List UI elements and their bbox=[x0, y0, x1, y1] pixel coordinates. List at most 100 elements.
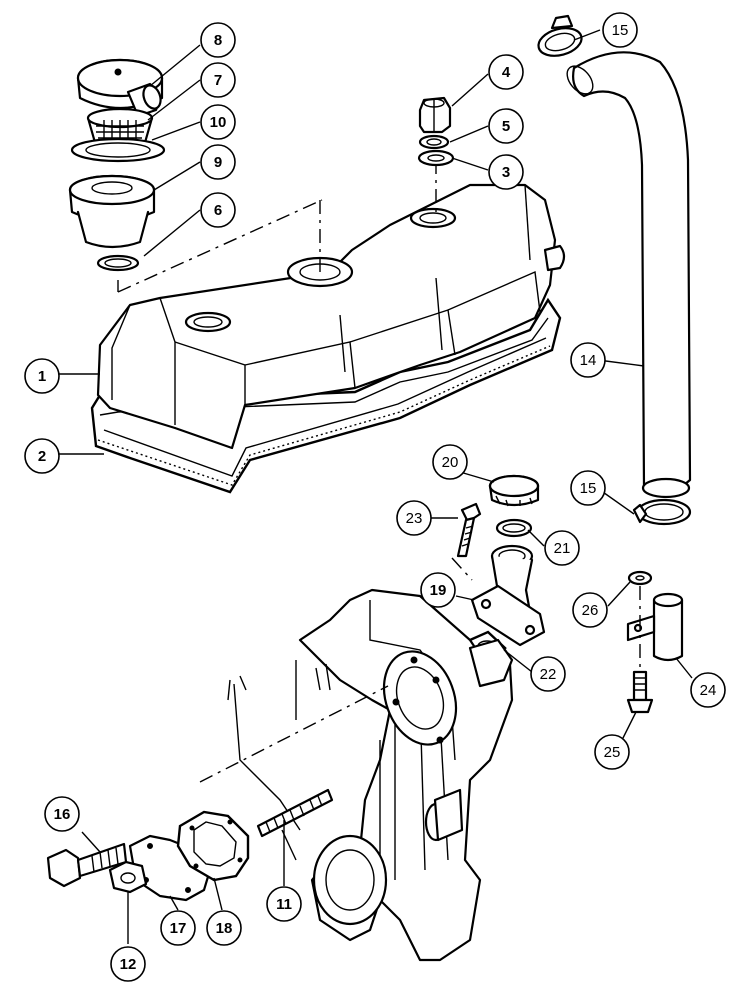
callout-c26: 26 bbox=[572, 592, 608, 628]
callout-c25: 25 bbox=[594, 734, 630, 770]
bracket-washer bbox=[627, 570, 653, 586]
callout-circle bbox=[266, 886, 302, 922]
front-cover-centerline bbox=[199, 685, 389, 783]
hex-nut bbox=[108, 860, 148, 894]
callout-label: 18 bbox=[216, 920, 233, 937]
callout-c10: 10 bbox=[200, 104, 236, 140]
callout-label: 22 bbox=[540, 666, 557, 683]
callout-circle bbox=[420, 572, 456, 608]
callout-c20: 20 bbox=[432, 444, 468, 480]
callout-circle bbox=[690, 672, 726, 708]
callout-label: 2 bbox=[38, 448, 46, 465]
callout-circle bbox=[594, 734, 630, 770]
callout-label: 19 bbox=[430, 582, 447, 599]
filler-bolt bbox=[456, 502, 482, 558]
callout-c18: 18 bbox=[206, 910, 242, 946]
callout-circle bbox=[488, 154, 524, 190]
cover-plate-gasket bbox=[176, 810, 250, 882]
callout-c24: 24 bbox=[690, 672, 726, 708]
callout-label: 1 bbox=[38, 368, 46, 385]
callout-label: 21 bbox=[554, 540, 571, 557]
callout-circle bbox=[570, 342, 606, 378]
cap-screw bbox=[46, 842, 128, 888]
hose-support-bracket bbox=[626, 592, 684, 662]
callout-label: 11 bbox=[276, 896, 292, 913]
callout-c1: 1 bbox=[24, 358, 60, 394]
callout-label: 24 bbox=[700, 682, 717, 699]
callout-c2: 2 bbox=[24, 438, 60, 474]
callout-c22: 22 bbox=[530, 656, 566, 692]
callout-c3: 3 bbox=[488, 154, 524, 190]
callout-circle bbox=[488, 108, 524, 144]
callout-c4: 4 bbox=[488, 54, 524, 90]
callout-c12: 12 bbox=[110, 946, 146, 982]
callout-circle bbox=[602, 12, 638, 48]
callout-circle bbox=[570, 470, 606, 506]
callout-circle bbox=[572, 592, 608, 628]
callout-circle bbox=[488, 54, 524, 90]
callout-label: 15 bbox=[612, 22, 629, 39]
callout-label: 9 bbox=[214, 154, 222, 171]
callout-label: 3 bbox=[502, 164, 510, 181]
callout-circle bbox=[200, 192, 236, 228]
cover-nut bbox=[418, 96, 452, 134]
callout-c23: 23 bbox=[396, 500, 432, 536]
callout-leaders bbox=[58, 29, 693, 944]
callout-c15a: 15 bbox=[602, 12, 638, 48]
valve-cover bbox=[96, 160, 566, 450]
breather-body bbox=[68, 174, 156, 249]
filler-cap-seal bbox=[495, 518, 533, 538]
breather-cap bbox=[76, 58, 164, 118]
callout-c5: 5 bbox=[488, 108, 524, 144]
callout-label: 16 bbox=[54, 806, 71, 823]
callout-c7: 7 bbox=[200, 62, 236, 98]
filler-bolt-centerline bbox=[451, 557, 473, 581]
callout-label: 14 bbox=[580, 352, 597, 369]
hose-clamp-bottom bbox=[632, 498, 692, 526]
callout-label: 26 bbox=[582, 602, 599, 619]
callout-label: 15 bbox=[580, 480, 597, 497]
cover-washer-steel bbox=[417, 149, 455, 167]
bracket-bolt bbox=[626, 670, 654, 714]
breather-seal-ring bbox=[70, 137, 166, 163]
cover-washer-rubber bbox=[418, 134, 450, 150]
callout-circle bbox=[432, 444, 468, 480]
callout-c9: 9 bbox=[200, 144, 236, 180]
callout-circle bbox=[44, 796, 80, 832]
callout-circle bbox=[200, 104, 236, 140]
callout-label: 8 bbox=[214, 32, 222, 49]
callout-label: 10 bbox=[210, 114, 227, 131]
callout-circle bbox=[24, 438, 60, 474]
callout-c15b: 15 bbox=[570, 470, 606, 506]
callout-label: 5 bbox=[502, 118, 510, 135]
callout-c11: 11 bbox=[266, 886, 302, 922]
callout-circle bbox=[200, 144, 236, 180]
callout-circle bbox=[200, 22, 236, 58]
callout-c16: 16 bbox=[44, 796, 80, 832]
breather-o-ring bbox=[96, 254, 140, 272]
callout-circle bbox=[160, 910, 196, 946]
callout-c21: 21 bbox=[544, 530, 580, 566]
callout-circle bbox=[24, 358, 60, 394]
hose-clamp-top bbox=[537, 14, 583, 57]
stud bbox=[256, 788, 334, 838]
callout-c14: 14 bbox=[570, 342, 606, 378]
callout-c6: 6 bbox=[200, 192, 236, 228]
callout-circle bbox=[110, 946, 146, 982]
callout-circle bbox=[200, 62, 236, 98]
callout-label: 17 bbox=[170, 920, 187, 937]
callout-label: 20 bbox=[442, 454, 459, 471]
callout-label: 25 bbox=[604, 744, 621, 761]
filler-neck bbox=[470, 544, 546, 647]
callout-c19: 19 bbox=[420, 572, 456, 608]
breather-hose bbox=[566, 51, 692, 499]
callout-c8: 8 bbox=[200, 22, 236, 58]
callout-circle bbox=[206, 910, 242, 946]
timing-housing bbox=[227, 588, 514, 962]
breather-centerline bbox=[117, 199, 323, 293]
callout-label: 12 bbox=[120, 956, 137, 973]
callout-circle bbox=[396, 500, 432, 536]
callout-label: 7 bbox=[214, 72, 222, 89]
